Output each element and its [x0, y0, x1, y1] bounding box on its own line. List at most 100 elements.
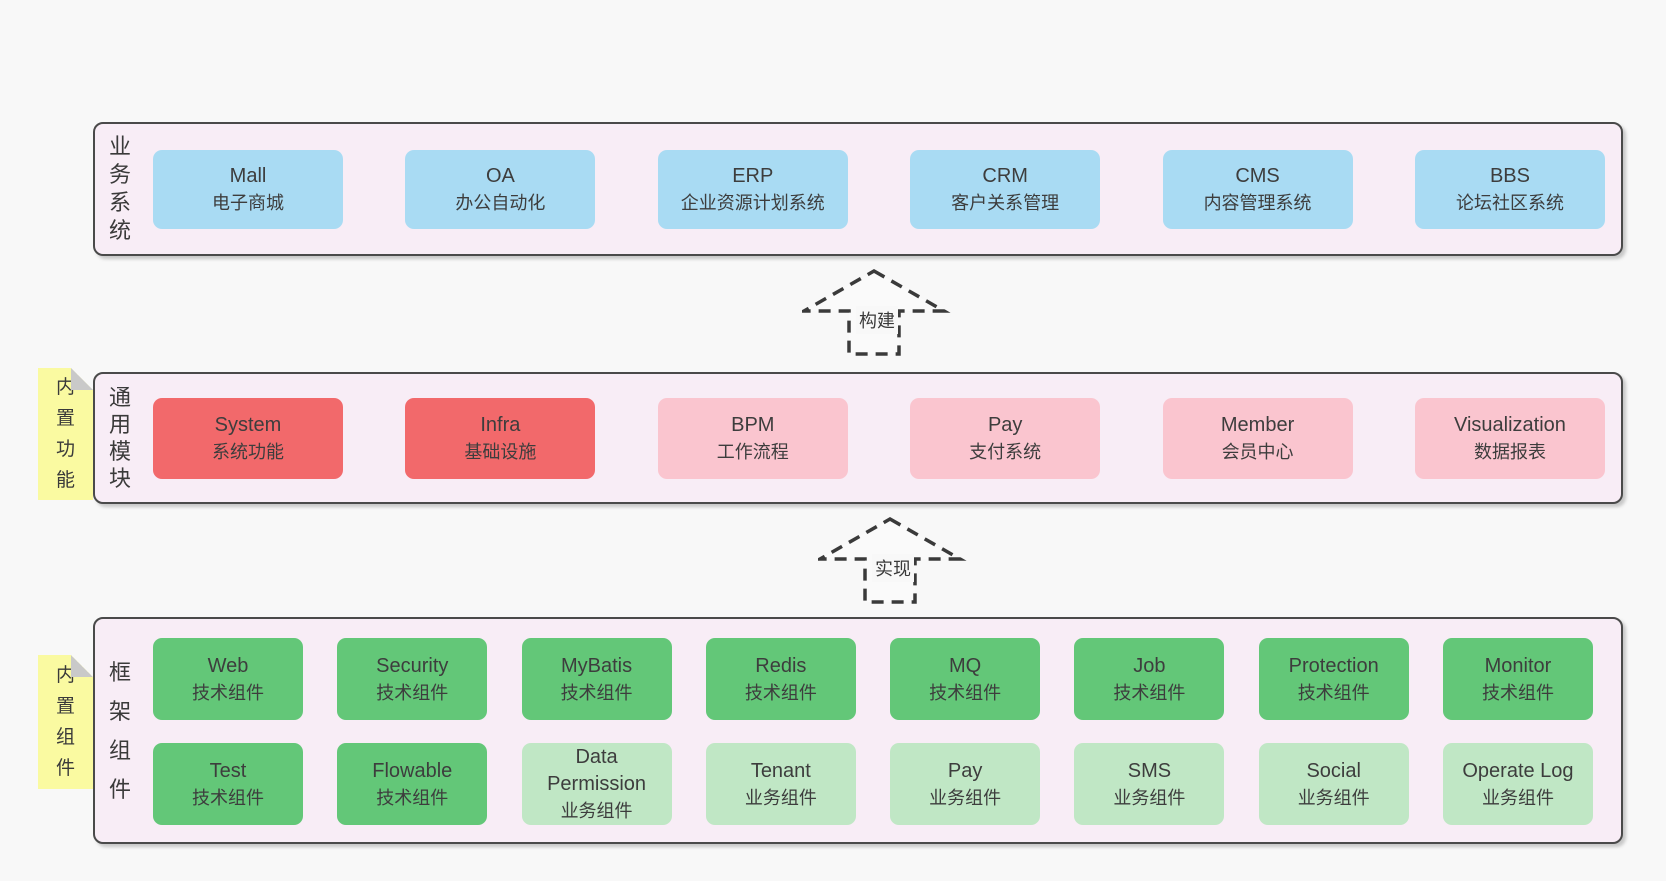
component-desc: 工作流程 [716, 442, 789, 462]
component-box-sms: SMS 业务组件 [1074, 743, 1225, 825]
component-name: System [214, 414, 282, 436]
component-name: Member [1220, 414, 1295, 436]
component-box-bbs: BBS 论坛社区系统 [1414, 150, 1605, 229]
arrow-label: 构建 [856, 306, 898, 334]
component-box-web: Web 技术组件 [153, 638, 303, 720]
component-box-visualization: Visualization 数据报表 [1414, 398, 1605, 479]
arrow-label: 实现 [872, 554, 914, 582]
component-name: Data Permission [547, 746, 647, 795]
component-name: MyBatis [561, 654, 633, 677]
component-box-pay: Pay 支付系统 [910, 398, 1101, 479]
layer-label-business: 业务系统 [103, 124, 137, 254]
sticky-tag-built-in-features: 内置功能 [38, 368, 93, 500]
sticky-tag-text: 内置组件 [55, 665, 75, 779]
component-name: Social [1306, 759, 1361, 782]
component-name: OA [485, 165, 515, 187]
component-desc: 数据报表 [1473, 442, 1546, 462]
component-name: ERP [732, 165, 774, 187]
component-desc: 企业资源计划系统 [680, 193, 825, 213]
component-box-protection: Protection 技术组件 [1258, 638, 1409, 720]
component-name: BBS [1489, 165, 1530, 187]
layer-label-framework: 框架组件 [103, 619, 137, 842]
component-desc: 系统功能 [212, 442, 284, 462]
component-name: Visualization [1453, 414, 1566, 436]
component-desc: 技术组件 [929, 682, 1002, 703]
component-box-pay: Pay 业务组件 [890, 743, 1041, 825]
component-box-redis: Redis 技术组件 [705, 638, 856, 720]
component-box-member: Member 会员中心 [1162, 398, 1353, 479]
implement-arrow: 实现 [818, 516, 968, 606]
component-desc: 业务组件 [1113, 787, 1186, 808]
component-name: Redis [755, 654, 807, 677]
component-desc: 基础设施 [464, 442, 537, 462]
component-desc: 业务组件 [744, 787, 817, 808]
component-name: Pay [987, 414, 1023, 436]
component-desc: 技术组件 [1297, 682, 1370, 703]
component-name: CMS [1235, 165, 1280, 187]
component-box-data-permission: Data Permission 业务组件 [521, 743, 672, 825]
component-desc: 业务组件 [929, 787, 1002, 808]
component-box-security: Security 技术组件 [337, 638, 488, 720]
component-desc: 技术组件 [192, 682, 264, 703]
component-desc: 技术组件 [560, 682, 633, 703]
component-box-tenant: Tenant 业务组件 [705, 743, 856, 825]
component-desc: 电子商城 [212, 193, 284, 213]
component-box-social: Social 业务组件 [1258, 743, 1409, 825]
component-name: MQ [949, 654, 982, 677]
component-box-erp: ERP 企业资源计划系统 [657, 150, 848, 229]
component-name: Security [376, 654, 449, 677]
component-box-job: Job 技术组件 [1074, 638, 1225, 720]
component-desc: 会员中心 [1221, 442, 1294, 462]
component-name: Test [209, 759, 247, 782]
component-desc: 客户关系管理 [951, 193, 1060, 213]
layer-label-text: 框架组件 [108, 659, 131, 802]
component-box-mq: MQ 技术组件 [890, 638, 1041, 720]
component-name: Job [1133, 654, 1166, 677]
component-desc: 业务组件 [560, 801, 633, 821]
component-desc: 技术组件 [192, 787, 264, 808]
component-name: Pay [947, 759, 983, 782]
component-desc: 技术组件 [1113, 682, 1186, 703]
component-name: Tenant [750, 759, 811, 782]
component-desc: 技术组件 [376, 682, 449, 703]
component-name: Protection [1288, 654, 1379, 677]
build-arrow: 构建 [802, 268, 952, 358]
component-name: Web [207, 654, 249, 677]
layer-label-modules: 通用模块 [103, 374, 137, 502]
component-name: Mall [229, 165, 267, 187]
component-box-system: System 系统功能 [153, 398, 343, 479]
layer-label-text: 通用模块 [108, 385, 131, 491]
component-box-infra: Infra 基础设施 [405, 398, 596, 479]
component-desc: 技术组件 [744, 682, 817, 703]
component-box-mall: Mall 电子商城 [153, 150, 343, 229]
component-name: Monitor [1484, 654, 1552, 677]
component-box-test: Test 技术组件 [153, 743, 303, 825]
sticky-tag-built-in-components: 内置组件 [38, 655, 93, 789]
component-desc: 业务组件 [1481, 787, 1554, 808]
component-desc: 技术组件 [376, 787, 449, 808]
sticky-tag-text: 内置功能 [55, 377, 75, 491]
component-box-operate-log: Operate Log 业务组件 [1442, 743, 1593, 825]
component-name: Operate Log [1462, 759, 1574, 782]
folded-corner [71, 655, 93, 677]
component-desc: 论坛社区系统 [1455, 193, 1564, 213]
component-desc: 业务组件 [1297, 787, 1370, 808]
component-name: Flowable [372, 759, 453, 782]
component-name: CRM [982, 165, 1028, 187]
layer-label-text: 业务系统 [108, 134, 131, 243]
component-desc: 支付系统 [969, 442, 1042, 462]
component-name: Infra [480, 414, 521, 436]
component-name: SMS [1127, 759, 1172, 782]
component-box-mybatis: MyBatis 技术组件 [521, 638, 672, 720]
